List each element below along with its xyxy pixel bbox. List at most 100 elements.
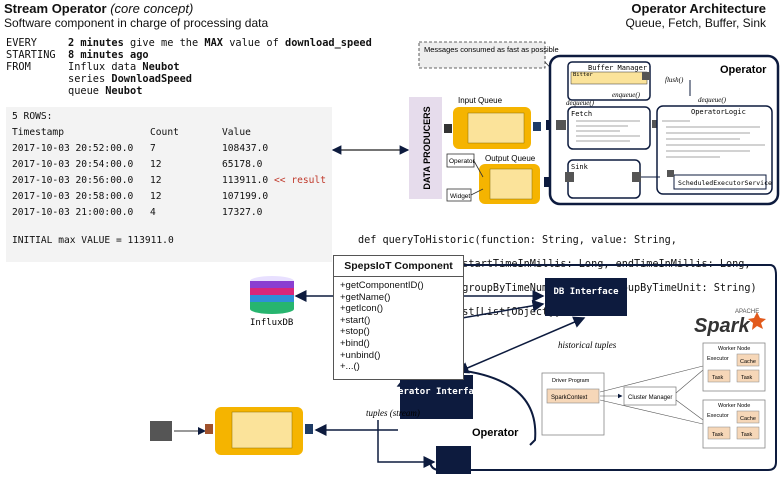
- cell-timestamp: 2017-10-03 20:54:00.0: [12, 159, 134, 170]
- component-box: SpepsIoT Component +getComponentID() +ge…: [333, 255, 464, 380]
- operator-small-label: Operator: [449, 158, 475, 165]
- buffer-manager-label: Buffer Manager: [588, 64, 647, 72]
- every-function: MAX: [204, 37, 223, 49]
- logic-code-lines: [662, 120, 765, 158]
- driver-program-box: [541, 372, 605, 436]
- operator-interface-label: Operator Interface: [387, 387, 485, 397]
- influxdb-label: InfluxDB: [250, 318, 293, 328]
- influxdb-icon: [250, 276, 294, 314]
- cluster-manager-box: [623, 386, 677, 406]
- cache-label: Cache: [740, 359, 756, 365]
- method-item: +stop(): [340, 326, 370, 338]
- cache-box: [736, 410, 760, 424]
- bitter-label: Bitter: [573, 72, 594, 78]
- task-box: [707, 426, 731, 440]
- cluster-manager-label: Cluster Manager: [628, 395, 672, 401]
- data-producers-bar: [409, 97, 442, 199]
- spark-context-box: [546, 388, 600, 404]
- spark-logo: Spark: [694, 315, 750, 337]
- series-text: series: [68, 73, 112, 85]
- widget-output-link: [470, 188, 484, 196]
- output-queue-inner: [489, 168, 533, 200]
- component-title: SpepsIoT Component: [334, 256, 463, 277]
- page-title: Stream Operator: [4, 1, 107, 16]
- kw-starting: STARTING: [6, 49, 56, 61]
- query-series: series DownloadSpeed: [6, 73, 372, 85]
- rows-count: 5 ROWS:: [12, 111, 53, 122]
- note-box: [418, 41, 546, 69]
- kw-from: FROM: [6, 61, 31, 73]
- page-subtitle: Software component in charge of processi…: [4, 16, 269, 30]
- sink-port-in: [632, 172, 641, 182]
- operator-logic-box: [656, 105, 773, 195]
- task-label: Task: [741, 432, 753, 438]
- output-queue-label: Output Queue: [485, 154, 536, 163]
- task-label: Task: [712, 375, 724, 381]
- from-source: Neubot: [142, 61, 180, 73]
- spark-star-icon: [748, 312, 766, 330]
- scheduler-box: [673, 174, 767, 190]
- buffer-port: [642, 72, 650, 80]
- task-box: [736, 426, 760, 440]
- operator-small-box: [446, 153, 475, 168]
- cache-label: Cache: [740, 416, 756, 422]
- cell-value: 17327.0: [222, 207, 263, 218]
- data-producers-label: DATA PRODUCERS: [422, 106, 432, 189]
- spark-context-label: SparkContext: [551, 395, 588, 401]
- cell-count: 12: [150, 159, 162, 170]
- header-count: Count: [150, 127, 179, 138]
- worker-node-label: Worker Node: [718, 346, 750, 352]
- context-to-worker2: [599, 399, 704, 425]
- worker-node: [702, 399, 766, 449]
- header-value: Value: [222, 127, 251, 138]
- fetch-port-out: [652, 120, 660, 128]
- query-queue: queue Neubot: [6, 85, 372, 97]
- db-interface-label: DB Interface: [553, 287, 619, 297]
- widget-label: Widget: [450, 193, 470, 200]
- cell-timestamp: 2017-10-03 20:58:00.0: [12, 191, 134, 202]
- cache-box: [736, 353, 760, 367]
- cell-timestamp: 2017-10-03 21:00:00.0: [12, 207, 134, 218]
- method-item: +getName(): [340, 291, 391, 303]
- arch-title: Operator Architecture: [631, 1, 766, 16]
- context-to-worker1: [599, 365, 704, 393]
- manager-to-worker1: [675, 369, 704, 394]
- dequeue-label-1: dequeue(): [566, 99, 595, 107]
- task-box: [736, 369, 760, 383]
- kw-every: EVERY: [6, 37, 37, 49]
- method-item: +getIcon(): [340, 303, 384, 315]
- input-queue-inner: [467, 112, 525, 144]
- fetch-code-lines: [576, 120, 640, 142]
- queue-text: queue: [68, 85, 106, 97]
- title-block: Stream Operator (core concept) Software …: [4, 1, 268, 30]
- dequeue-label-2: dequeue(): [698, 96, 727, 104]
- method-item: +getComponentID(): [340, 280, 424, 291]
- queue-name: Neubot: [105, 85, 143, 97]
- task-box: [707, 369, 731, 383]
- worker-node-label: Worker Node: [718, 403, 750, 409]
- sink-port-out: [565, 172, 574, 182]
- stream-node-in-port: [205, 424, 213, 434]
- cell-timestamp: 2017-10-03 20:52:00.0: [12, 143, 134, 154]
- operator-logic-label: OperatorLogic: [691, 108, 746, 116]
- task-label: Task: [712, 432, 724, 438]
- logic-port: [667, 170, 674, 177]
- header-timestamp: Timestamp: [12, 127, 64, 138]
- result-marker: << result: [274, 175, 326, 186]
- def-line-1: def queryToHistoric(function: String, va…: [358, 235, 677, 246]
- cell-timestamp: 2017-10-03 20:56:00.0: [12, 175, 134, 186]
- input-port: [444, 124, 452, 133]
- result-value: 113911.0: [222, 175, 269, 186]
- initial-value: INITIAL max VALUE = 113911.0: [12, 235, 174, 246]
- stream-node-out-port: [305, 424, 313, 434]
- task-label: Task: [741, 375, 753, 381]
- driver-program-label: Driver Program: [552, 378, 590, 384]
- cell-value: 108437.0: [222, 143, 269, 154]
- fetch-box: [567, 106, 651, 150]
- every-interval: 2 minutes: [68, 37, 124, 49]
